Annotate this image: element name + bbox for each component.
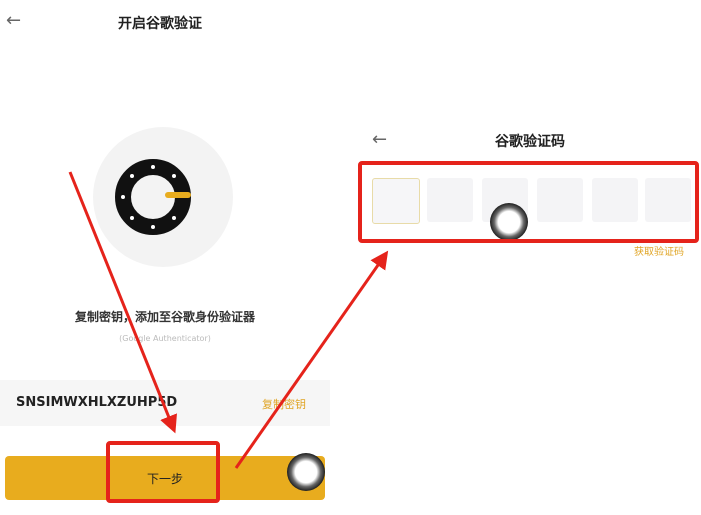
page-title: 谷歌验证码 (495, 134, 565, 150)
code-cell[interactable] (592, 178, 638, 222)
code-cell[interactable] (372, 178, 420, 224)
annotation-arrow-up (234, 250, 389, 469)
secret-key: SNSIMWXHLXZUHP5D (16, 395, 178, 410)
code-cell[interactable] (427, 178, 473, 222)
next-button[interactable]: 下一步 (5, 456, 325, 500)
page-title: 开启谷歌验证 (118, 16, 202, 32)
get-code-link[interactable]: 获取验证码 (634, 247, 684, 258)
authenticator-logo-backdrop (93, 127, 233, 267)
annotation-box-code (358, 161, 699, 243)
copy-key-link[interactable]: 复制密钥 (262, 398, 306, 411)
app-name-text: (Google Authenticator) (119, 334, 211, 343)
code-cell[interactable] (537, 178, 583, 222)
next-button-label: 下一步 (146, 472, 183, 486)
back-arrow-icon[interactable]: ← (372, 129, 388, 150)
annotation-arrow-down (68, 171, 177, 434)
back-arrow-icon[interactable]: ← (6, 10, 22, 31)
code-cell[interactable] (645, 178, 691, 222)
touch-indicator-icon (287, 453, 325, 491)
google-authenticator-icon (115, 159, 191, 235)
instruction-text: 复制密钥，添加至谷歌身份验证器 (74, 310, 255, 324)
annotation-box-next (106, 441, 220, 503)
touch-indicator-icon (490, 203, 528, 241)
